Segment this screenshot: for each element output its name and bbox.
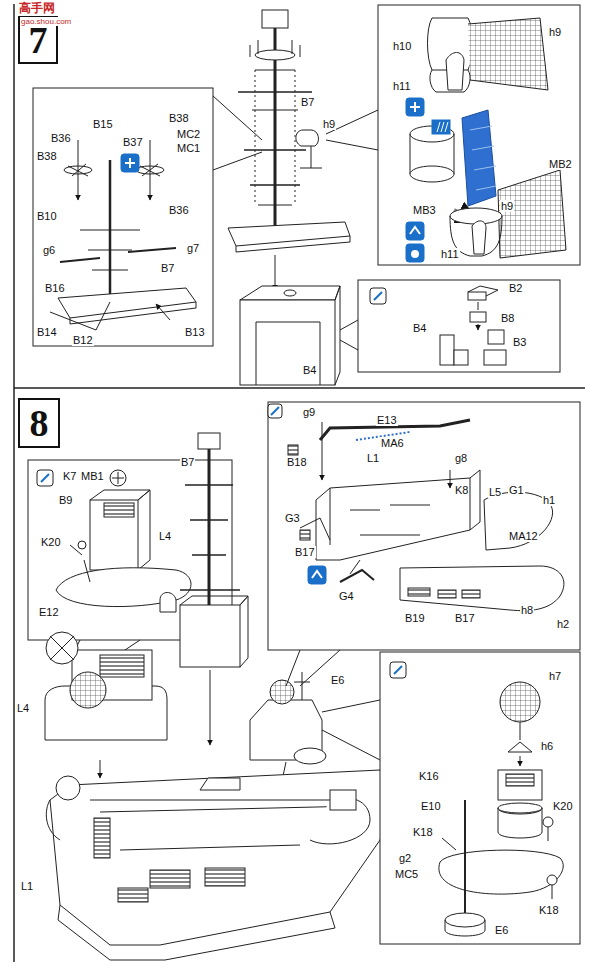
part-number: G3 (284, 512, 301, 524)
part-number: B9 (58, 494, 73, 506)
watermark: gao.shou.com (20, 17, 72, 26)
step-number: 7 (29, 20, 48, 60)
watermark: 高手网 (18, 2, 56, 14)
part-number: G1 (508, 484, 525, 496)
part-number: E6 (330, 674, 345, 686)
part-number: MA6 (380, 437, 405, 449)
part-number: L1 (366, 452, 380, 464)
part-number: E13 (376, 414, 398, 426)
part-number: E6 (494, 924, 509, 936)
part-number: g7 (186, 242, 200, 254)
part-number: L4 (158, 530, 172, 542)
part-number: B18 (286, 456, 308, 468)
part-number: g2 (398, 852, 412, 864)
part-number: g9 (302, 406, 316, 418)
part-number: E10 (420, 800, 442, 812)
step-number: 8 (30, 403, 49, 443)
part-number: g8 (454, 452, 468, 464)
part-number: K18 (412, 826, 434, 838)
part-number: B13 (184, 326, 206, 338)
part-number: B17 (294, 546, 316, 558)
part-number: MB2 (548, 158, 573, 170)
part-number: h8 (520, 604, 534, 616)
part-number: B3 (512, 336, 527, 348)
part-number: MC1 (176, 142, 201, 154)
part-number: MB3 (412, 204, 437, 216)
part-number: K16 (418, 770, 440, 782)
part-number: MA12 (508, 530, 539, 542)
part-number: G4 (338, 590, 355, 602)
part-number: B10 (36, 210, 58, 222)
part-number: B4 (302, 364, 317, 376)
part-number: K18 (538, 904, 560, 916)
part-number: h1 (542, 494, 556, 506)
part-number: B2 (508, 282, 523, 294)
part-number: B4 (412, 322, 427, 334)
part-number: B19 (404, 612, 426, 624)
part-number: B37 (122, 136, 144, 148)
part-number: B17 (454, 612, 476, 624)
part-number: h2 (556, 618, 570, 630)
part-number: h11 (392, 80, 412, 92)
part-number: h6 (540, 740, 554, 752)
part-number: B36 (168, 204, 190, 216)
part-number: L1 (20, 880, 34, 892)
part-number: B38 (168, 112, 190, 124)
part-number: B14 (36, 326, 58, 338)
part-number: B12 (72, 334, 94, 346)
part-number: K7 (62, 470, 77, 482)
part-number: h11 (440, 248, 460, 260)
part-number: B15 (92, 118, 114, 130)
part-number: B7 (160, 262, 175, 274)
part-number: g6 (42, 244, 56, 256)
part-number: h10 (392, 40, 412, 52)
part-number: K20 (552, 800, 574, 812)
part-number: L4 (16, 702, 30, 714)
part-number: K8 (454, 484, 469, 496)
part-number: MC2 (176, 128, 201, 140)
part-number: h9 (548, 26, 562, 38)
part-number: h7 (548, 670, 562, 682)
part-number: h9 (322, 118, 336, 130)
part-number: K20 (40, 536, 62, 548)
part-number: E12 (38, 606, 60, 618)
part-number: B7 (300, 96, 315, 108)
part-number: B36 (50, 132, 72, 144)
step-number-box: 8 (18, 398, 60, 448)
part-number: h9 (500, 200, 514, 212)
part-number: L5 (488, 486, 502, 498)
part-number: B38 (36, 150, 58, 162)
part-number: B8 (500, 312, 515, 324)
part-number: B16 (44, 282, 66, 294)
part-number: MC5 (394, 868, 419, 880)
part-number: MB1 (80, 470, 105, 482)
part-number: B7 (180, 456, 195, 468)
